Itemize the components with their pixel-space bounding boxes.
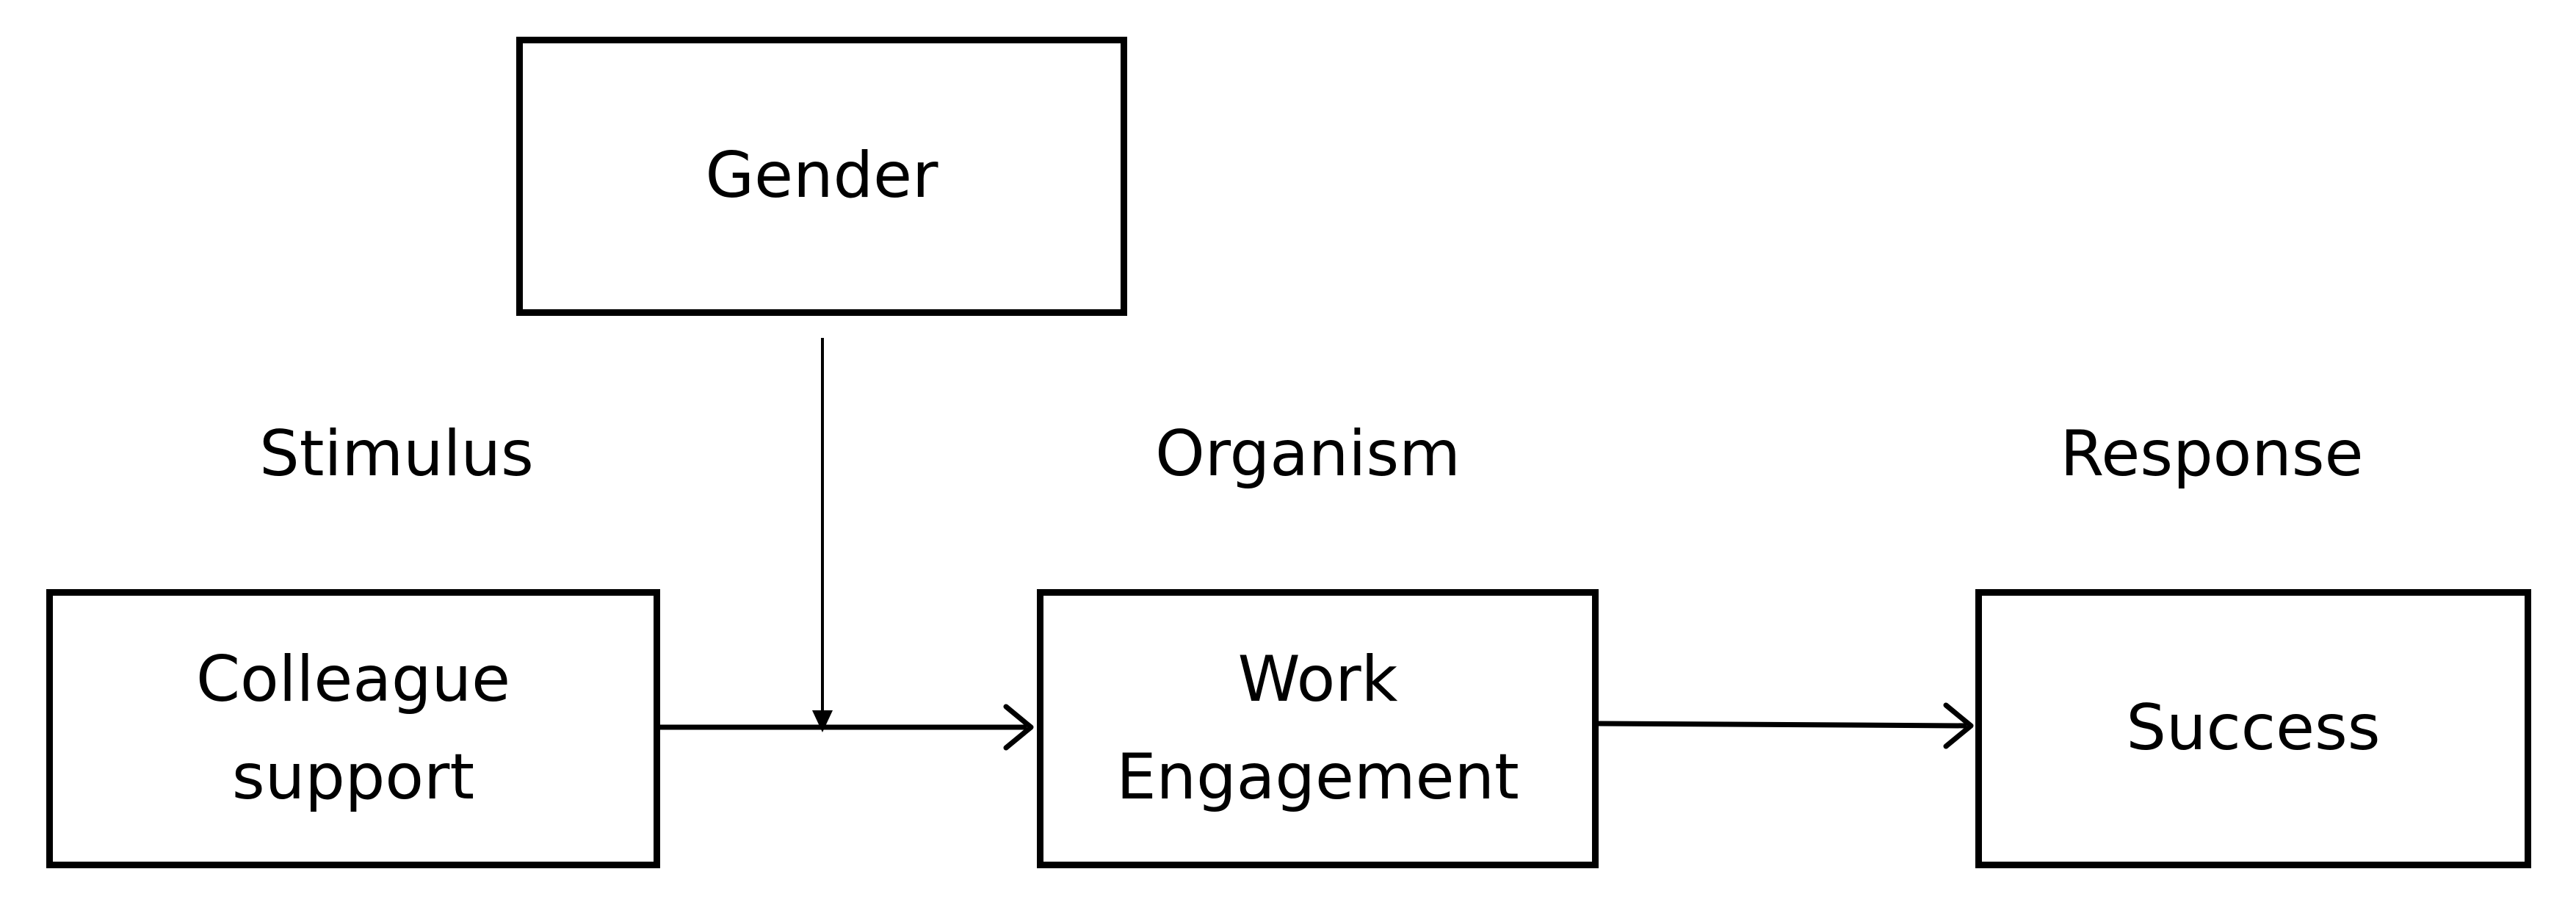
- colleague-support-label: Colleague support: [195, 642, 511, 814]
- gender-box: Gender: [516, 37, 1127, 316]
- success-label: Success: [2126, 691, 2381, 765]
- work-engagement-box: Work Engagement: [1037, 589, 1599, 868]
- success-box: Success: [1975, 589, 2531, 868]
- moderator-arrow-head: [812, 710, 833, 732]
- arrow-colleague-to-work-head: [1003, 704, 1034, 751]
- work-engagement-label: Work Engagement: [1116, 642, 1519, 814]
- stimulus-stage-label: Stimulus: [259, 417, 534, 491]
- response-stage-label: Response: [2060, 417, 2364, 491]
- gender-label: Gender: [705, 139, 938, 213]
- colleague-support-box: Colleague support: [46, 589, 660, 868]
- arrow-work-to-success-shaft: [1598, 721, 1967, 729]
- organism-stage-label: Organism: [1155, 417, 1461, 491]
- arrow-work-to-success-head: [1943, 702, 1974, 749]
